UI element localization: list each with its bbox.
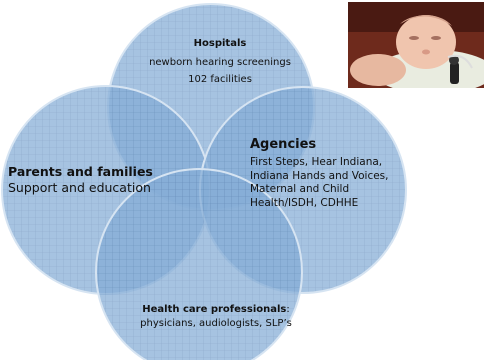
- hospitals-title: Hospitals: [193, 38, 247, 49]
- hospitals-line1: newborn hearing screenings: [149, 56, 291, 68]
- hospitals-line2: 102 facilities: [188, 73, 252, 85]
- health-care-circle: [95, 168, 303, 360]
- health-care-label: Health care professionals: physicians, a…: [96, 303, 336, 330]
- newborn-hearing-screening-photo: [348, 2, 484, 88]
- agencies-line: Maternal and Child: [250, 183, 350, 196]
- parents-label: Parents and families Support and educati…: [8, 164, 218, 196]
- agencies-title: Agencies: [250, 137, 317, 152]
- health-care-title: Health care professionals: [142, 304, 287, 315]
- agencies-line: Health/ISDH, CDHHE: [250, 196, 359, 209]
- agencies-label: Agencies First Steps, Hear Indiana, Indi…: [250, 137, 410, 210]
- health-care-colon: :: [286, 304, 290, 315]
- agencies-line: First Steps, Hear Indiana,: [250, 155, 383, 168]
- agencies-line: Indiana Hands and Voices,: [250, 169, 389, 182]
- parents-title: Parents and families: [8, 164, 153, 179]
- hospitals-label: Hospitals newborn hearing screenings 102…: [120, 38, 320, 86]
- health-care-text: physicians, audiologists, SLP’s: [140, 317, 292, 329]
- parents-text: Support and education: [8, 180, 151, 195]
